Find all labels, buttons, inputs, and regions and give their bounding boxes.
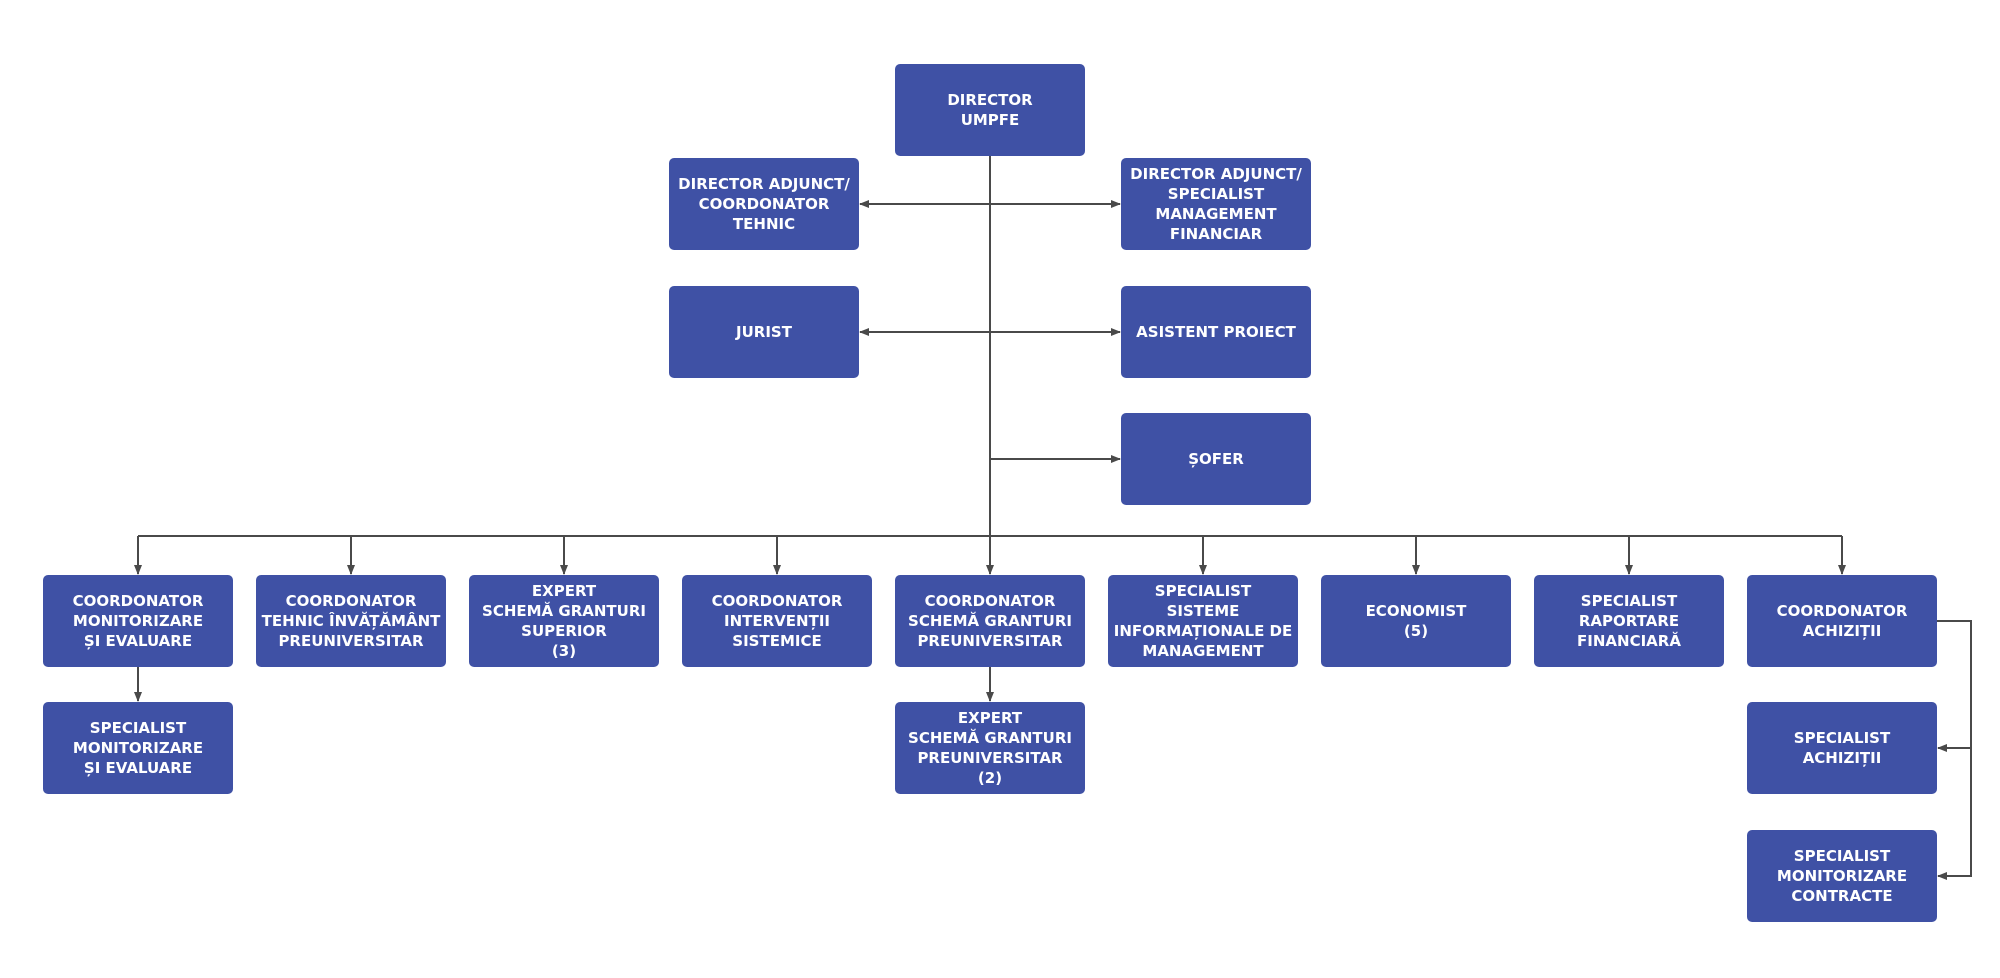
node-label-line: ASISTENT PROIECT: [1136, 323, 1296, 341]
node-box: [895, 575, 1085, 667]
node-label-line: MANAGEMENT: [1155, 205, 1277, 223]
node-label-line: SCHEMĂ GRANTURI: [482, 601, 646, 620]
node-dir-adj-tehnic: DIRECTOR ADJUNCT/COORDONATOR TEHNIC: [669, 158, 859, 250]
node-label-line: DIRECTOR ADJUNCT/: [678, 175, 850, 193]
node-jurist: JURIST: [669, 286, 859, 378]
node-label-line: PREUNIVERSITAR: [917, 632, 1063, 650]
node-dir-adj-fin: DIRECTOR ADJUNCT/SPECIALIST MANAGEMENT FIN…: [1121, 158, 1311, 250]
node-spec-mon-contracte: SPECIALIST MONITORIZARE CONTRACTE: [1747, 830, 1937, 922]
node-label-line: FINANCIARĂ: [1577, 631, 1681, 650]
node-box: [469, 575, 659, 667]
node-box: [1747, 830, 1937, 922]
node-label-line: (2): [978, 769, 1002, 787]
node-label-line: UMPFE: [961, 111, 1020, 129]
node-box: [1321, 575, 1511, 667]
node-label-line: SPECIALIST: [1155, 582, 1252, 600]
node-label-line: DIRECTOR ADJUNCT/: [1130, 165, 1302, 183]
node-label-line: PREUNIVERSITAR: [917, 749, 1063, 767]
node-box: [43, 575, 233, 667]
node-coord-achiz: COORDONATOR ACHIZIȚII: [1747, 575, 1937, 667]
node-label-line: CONTRACTE: [1791, 887, 1892, 905]
node-box: [669, 286, 859, 378]
node-asistent: ASISTENT PROIECT: [1121, 286, 1311, 378]
node-label-line: (5): [1404, 622, 1428, 640]
node-label-line: PREUNIVERSITAR: [278, 632, 424, 650]
node-label-line: RAPORTARE: [1579, 612, 1679, 630]
node-label-line: ȘI EVALUARE: [84, 759, 192, 777]
node-label-line: MONITORIZARE: [73, 612, 203, 630]
node-label-line: ȘI EVALUARE: [84, 632, 192, 650]
node-label-line: EXPERT: [958, 709, 1023, 727]
connector-layer: [134, 156, 1972, 880]
node-box: [1747, 575, 1937, 667]
node-box: [682, 575, 872, 667]
node-label-line: MANAGEMENT: [1142, 642, 1264, 660]
node-spec-achiz: SPECIALIST ACHIZIȚII: [1747, 702, 1937, 794]
node-label-line: SCHEMĂ GRANTURI: [908, 728, 1072, 747]
node-label-line: COORDONATOR: [73, 592, 204, 610]
node-label-line: FINANCIAR: [1170, 225, 1263, 243]
node-label-line: ACHIZIȚII: [1803, 622, 1882, 640]
node-coord-me: COORDONATOR MONITORIZARE ȘI EVALUARE: [43, 575, 233, 667]
node-box: [1121, 286, 1311, 378]
node-spec-sim: SPECIALIST SISTEME INFORMAȚIONALE DE MANAGE…: [1108, 575, 1298, 667]
node-label-line: COORDONATOR: [286, 592, 417, 610]
node-box: [1121, 158, 1311, 250]
node-label-line: SPECIALIST: [1794, 729, 1891, 747]
node-label-line: MONITORIZARE: [1777, 867, 1907, 885]
node-coord-interv: COORDONATOR INTERVENȚII SISTEMICE: [682, 575, 872, 667]
node-label-line: ECONOMIST: [1366, 602, 1468, 620]
node-label-line: INTERVENȚII: [724, 612, 830, 630]
node-label-line: DIRECTOR: [947, 91, 1033, 109]
node-box: [895, 702, 1085, 794]
node-label-line: JURIST: [735, 323, 793, 341]
node-label-line: EXPERT: [532, 582, 597, 600]
node-director: DIRECTOR UMPFE: [895, 64, 1085, 156]
node-label-line: SPECIALIST: [1168, 185, 1265, 203]
node-label-line: COORDONATOR: [712, 592, 843, 610]
node-label-line: COORDONATOR: [699, 195, 830, 213]
node-label-line: TEHNIC ÎNVĂȚĂMÂNT: [262, 611, 442, 630]
node-label-line: SPECIALIST: [90, 719, 187, 737]
node-label-line: MONITORIZARE: [73, 739, 203, 757]
edge-coord-achiz-to-spec-achiz: [1937, 620, 1972, 752]
node-label-line: (3): [552, 642, 576, 660]
node-label-line: SISTEME: [1167, 602, 1240, 620]
node-label-line: SPECIALIST: [1581, 592, 1678, 610]
node-label-line: SCHEMĂ GRANTURI: [908, 611, 1072, 630]
node-sofer: ȘOFER: [1121, 413, 1311, 505]
node-label-line: ACHIZIȚII: [1803, 749, 1882, 767]
node-box: [1108, 575, 1298, 667]
node-label-line: SISTEMICE: [732, 632, 821, 650]
node-label-line: SUPERIOR: [521, 622, 607, 640]
node-box: [1747, 702, 1937, 794]
node-spec-me: SPECIALIST MONITORIZARE ȘI EVALUARE: [43, 702, 233, 794]
node-economist: ECONOMIST (5): [1321, 575, 1511, 667]
node-box: [43, 702, 233, 794]
node-box: [895, 64, 1085, 156]
node-box: [1121, 413, 1311, 505]
edge-coord-achiz-to-spec-mon-contracte: [1937, 620, 1972, 880]
node-label-line: COORDONATOR: [925, 592, 1056, 610]
node-layer: DIRECTOR UMPFE DIRECTOR ADJUNCT/COORDONATO…: [43, 64, 1937, 922]
node-label-line: COORDONATOR: [1777, 602, 1908, 620]
node-label-line: SPECIALIST: [1794, 847, 1891, 865]
node-box: [1534, 575, 1724, 667]
node-label-line: TEHNIC: [733, 215, 795, 233]
node-label-line: ȘOFER: [1188, 450, 1244, 468]
node-label-line: INFORMAȚIONALE DE: [1114, 622, 1293, 640]
node-box: [669, 158, 859, 250]
node-box: [256, 575, 446, 667]
